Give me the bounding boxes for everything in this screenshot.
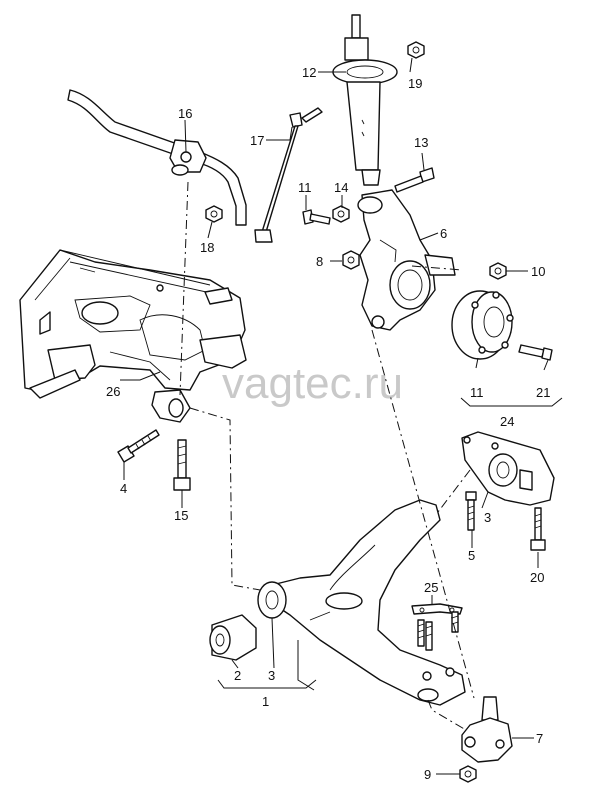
label-19: 19 xyxy=(408,76,422,91)
assembly-lines xyxy=(179,181,475,731)
label-26: 26 xyxy=(106,384,120,399)
label-3-lower: 3 xyxy=(268,668,275,683)
bracket-25 xyxy=(411,603,463,651)
label-4: 4 xyxy=(120,481,127,496)
front-bush xyxy=(209,614,257,661)
track-control-arm xyxy=(257,499,466,706)
bolt-20 xyxy=(530,507,546,551)
label-18: 18 xyxy=(200,240,214,255)
nut-8 xyxy=(342,250,360,270)
shock-absorber xyxy=(332,14,398,186)
coupling-rod xyxy=(254,107,323,243)
label-2: 2 xyxy=(234,668,241,683)
wheel-hub xyxy=(451,290,514,360)
nut-9 xyxy=(459,765,477,783)
label-3-right: 3 xyxy=(484,510,491,525)
ball-joint xyxy=(461,696,513,763)
label-11-upper: 11 xyxy=(298,180,312,195)
wheel-bearing-housing xyxy=(357,189,456,331)
label-17: 17 xyxy=(250,133,264,148)
label-7: 7 xyxy=(536,731,543,746)
label-16: 16 xyxy=(178,106,192,121)
label-13: 13 xyxy=(414,135,428,150)
label-9: 9 xyxy=(424,767,431,782)
bolt-5 xyxy=(465,491,477,531)
label-15: 15 xyxy=(174,508,188,523)
bolt-13 xyxy=(394,167,435,193)
label-20: 20 xyxy=(530,570,544,585)
label-24: 24 xyxy=(500,414,514,429)
bolt-4 xyxy=(117,429,160,463)
stabilizer-bar xyxy=(67,89,247,226)
label-11-lower: 11 xyxy=(470,385,484,400)
label-12: 12 xyxy=(302,65,316,80)
watermark-text: vagtec.ru xyxy=(222,359,403,408)
label-6: 6 xyxy=(440,226,447,241)
nut-14 xyxy=(332,205,350,223)
bolt-11-upper xyxy=(302,209,331,225)
label-5: 5 xyxy=(468,548,475,563)
label-14: 14 xyxy=(334,180,348,195)
nut-19 xyxy=(407,41,425,59)
label-1: 1 xyxy=(262,694,269,709)
label-25: 25 xyxy=(424,580,438,595)
nut-18 xyxy=(205,205,223,223)
label-8: 8 xyxy=(316,254,323,269)
callout-labels: 12 19 16 17 13 11 14 6 18 8 10 26 11 21 … xyxy=(106,65,550,782)
bolt-21 xyxy=(518,344,553,361)
nut-10 xyxy=(489,262,507,280)
rear-bush xyxy=(461,431,555,506)
label-10: 10 xyxy=(531,264,545,279)
label-21: 21 xyxy=(536,385,550,400)
leader-lines xyxy=(120,57,563,775)
bolt-15 xyxy=(173,439,191,491)
subframe xyxy=(19,249,247,423)
